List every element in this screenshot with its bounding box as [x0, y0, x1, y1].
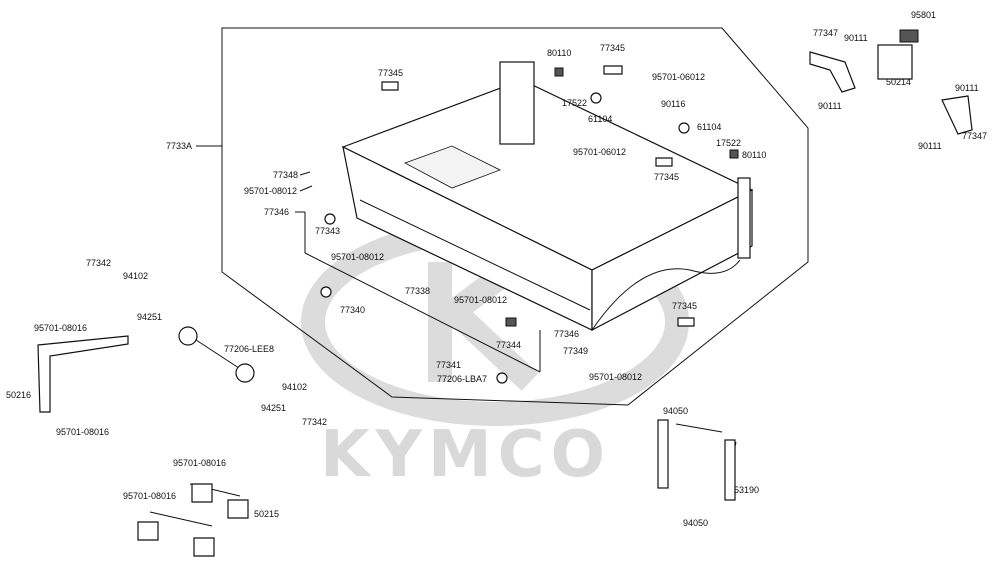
label-90111-c: 90111 [955, 83, 979, 93]
label-94102-a: 94102 [123, 271, 148, 281]
label-61104-b: 61104 [697, 122, 721, 132]
label-77345-d: 77345 [672, 301, 697, 311]
label-77344: 77344 [496, 340, 521, 350]
label-77345-c: 77345 [654, 172, 679, 182]
label-77347-a: 77347 [813, 28, 838, 38]
bolt-icon [505, 67, 739, 327]
label-90111-d: 90111 [918, 141, 942, 151]
assembly-boundary [221, 27, 809, 406]
label-77348: 77348 [273, 170, 298, 180]
label-95701-08012-b: 95701-08012 [331, 252, 384, 262]
part-labels: 7733A 77345 80110 77345 95701-06012 1752… [6, 10, 987, 528]
label-95701-08012-d: 95701-08012 [589, 372, 642, 382]
label-80110-a: 80110 [547, 48, 571, 58]
label-94102-b: 94102 [282, 382, 307, 392]
label-95701-08016-b: 95701-08016 [56, 427, 109, 437]
label-77349: 77349 [563, 346, 588, 356]
bumper-77345-icon [381, 65, 695, 327]
mount-50215-icon [137, 483, 249, 557]
label-90111-a: 90111 [844, 33, 868, 43]
label-17522-b: 17522 [716, 138, 741, 148]
label-17522-a: 17522 [562, 98, 587, 108]
label-61104-a: 61104 [588, 114, 612, 124]
washer-icon [320, 92, 690, 384]
label-77342-a: 77342 [86, 258, 111, 268]
label-95801: 95801 [911, 10, 936, 20]
label-95701-08012-c: 95701-08012 [454, 295, 507, 305]
label-50216: 50216 [6, 390, 31, 400]
gas-spring-support-icon [657, 419, 736, 501]
label-77345-b: 77345 [600, 43, 625, 53]
watermark-text: KYMCO [320, 418, 611, 492]
label-77338: 77338 [405, 286, 430, 296]
label-77341: 77341 [436, 360, 461, 370]
cargo-bed [341, 61, 754, 331]
label-7733A: 7733A [166, 141, 192, 151]
cap-77206-LEE8-icon [178, 326, 255, 383]
label-94251-a: 94251 [137, 312, 162, 322]
label-77206-LBA7: 77206-LBA7 [437, 374, 487, 384]
small-parts [37, 29, 973, 557]
label-77346-a: 77346 [264, 207, 289, 217]
label-77340: 77340 [340, 305, 365, 315]
label-95701-08012-a: 95701-08012 [244, 186, 297, 196]
label-95701-08016-a: 95701-08016 [34, 323, 87, 333]
label-90116: 90116 [661, 99, 685, 109]
label-80110-b: 80110 [742, 150, 766, 160]
label-77347-b: 77347 [962, 131, 987, 141]
label-95701-08016-d: 95701-08016 [123, 491, 176, 501]
label-50214: 50214 [886, 77, 911, 87]
label-95701-06012-a: 95701-06012 [652, 72, 705, 82]
label-77346-b: 77346 [554, 329, 579, 339]
latch-77347-icon [809, 51, 973, 135]
label-77343: 77343 [315, 226, 340, 236]
label-50215: 50215 [254, 509, 279, 519]
bracket-50216-icon [37, 335, 129, 413]
label-77206-LEE8: 77206-LEE8 [224, 344, 274, 354]
hitch-50214-icon [877, 29, 919, 80]
label-53190: 53190 [734, 485, 759, 495]
label-95701-06012-b: 95701-06012 [573, 147, 626, 157]
label-77345-a: 77345 [378, 68, 403, 78]
label-77342-b: 77342 [302, 417, 327, 427]
label-94050-a: 94050 [663, 406, 688, 416]
label-90111-b: 90111 [818, 101, 842, 111]
label-94251-b: 94251 [261, 403, 286, 413]
label-95701-08016-c: 95701-08016 [173, 458, 226, 468]
label-94050-b: 94050 [683, 518, 708, 528]
